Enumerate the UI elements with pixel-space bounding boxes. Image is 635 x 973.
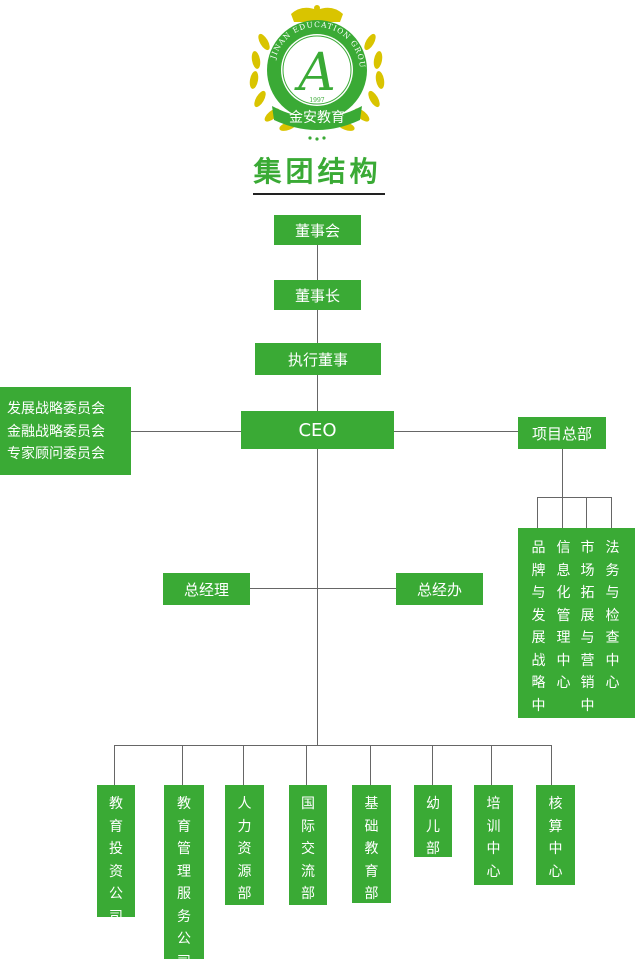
- logo-year: 1997: [309, 97, 324, 104]
- crown-icon: [291, 5, 343, 22]
- dept-education-investment: 教育投资公司: [97, 785, 135, 925]
- connector-line: [586, 497, 587, 528]
- project-center: 品牌与发展战略中心: [531, 540, 546, 736]
- node-general-manager: 总经理: [163, 573, 250, 605]
- logo-banner: 金安教育: [289, 110, 345, 126]
- project-centers: [518, 528, 635, 718]
- connector-line: [306, 745, 307, 785]
- connector-line: [537, 497, 538, 528]
- connector-line: [393, 431, 518, 432]
- project-center: 法务与检查中心: [605, 540, 620, 691]
- node-chairman: 董事长: [274, 280, 361, 310]
- title-underline: [253, 193, 385, 195]
- connector-line: [243, 745, 244, 785]
- dept-preschool: 幼儿部: [414, 785, 452, 857]
- node-committees: 发展战略委员会 金融战略委员会 专家顾问委员会: [0, 387, 131, 475]
- connector-line: [537, 497, 611, 498]
- node-exec-director: 执行董事: [255, 343, 381, 375]
- connector-line: [551, 745, 552, 785]
- connector-line: [182, 745, 183, 785]
- stars-icon: [308, 136, 326, 141]
- connector-line: [370, 745, 371, 785]
- connector-line: [114, 745, 552, 746]
- page-title: 集团结构: [253, 155, 382, 188]
- dept-international-exchange: 国际交流部: [289, 785, 327, 905]
- committee-item: 专家顾问委员会: [7, 446, 105, 462]
- node-board: 董事会: [274, 215, 361, 245]
- node-project-hq: 项目总部: [518, 417, 606, 449]
- connector-line: [249, 588, 318, 589]
- connector-line: [317, 245, 318, 745]
- connector-line: [491, 745, 492, 785]
- dept-accounting-center: 核算中心: [536, 785, 575, 885]
- connector-line: [114, 745, 115, 785]
- connector-line: [432, 745, 433, 785]
- dept-human-resources: 人力资源部: [225, 785, 264, 905]
- dept-training-center: 培训中心: [474, 785, 513, 885]
- project-center: 信息化管理中心: [556, 540, 571, 691]
- node-ceo: CEO: [241, 411, 394, 449]
- committee-item: 金融战略委员会: [7, 423, 105, 440]
- dept-basic-education: 基础教育部: [352, 785, 391, 903]
- connector-line: [562, 449, 563, 497]
- node-gm-office: 总经办: [396, 573, 483, 605]
- connector-line: [562, 497, 563, 528]
- laurel-left-icon: [249, 33, 297, 131]
- connector-line: [131, 431, 241, 432]
- committee-item: 发展战略委员会: [7, 401, 105, 417]
- connector-line: [318, 588, 396, 589]
- connector-line: [611, 497, 612, 528]
- group-logo: JINAN EDUCATION GROUP A 1997 金安教育: [244, 2, 385, 141]
- project-center: 市场拓展与营销中心: [580, 540, 595, 736]
- logo-letter: A: [294, 43, 336, 103]
- dept-education-management: 教育管理服务公司: [164, 785, 204, 970]
